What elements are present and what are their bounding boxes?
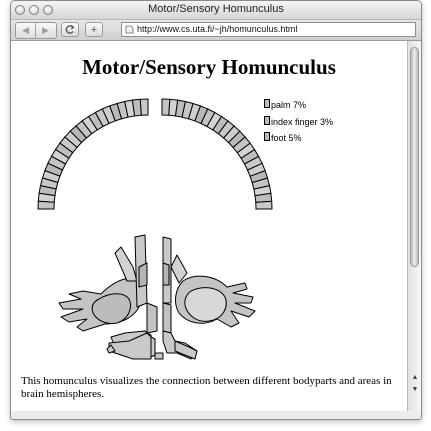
homunculus-figure xyxy=(37,98,273,360)
body-figure xyxy=(58,234,256,360)
toes-left xyxy=(106,344,116,354)
legend-swatch xyxy=(264,116,270,125)
browser-window: Motor/Sensory Homunculus ◀ ▶ + http://ww… xyxy=(10,0,422,420)
legend-swatch xyxy=(264,132,270,141)
legend-label-palm: palm 7% xyxy=(271,100,307,110)
legend-item-palm: palm 7% xyxy=(264,99,306,110)
title-bar[interactable]: Motor/Sensory Homunculus xyxy=(11,1,421,20)
legend-item-foot: foot 5% xyxy=(264,132,302,143)
right-palm-shape xyxy=(184,287,227,322)
right-hemisphere-arc xyxy=(161,98,273,210)
jaw-right xyxy=(162,302,172,334)
legend-swatch xyxy=(264,99,270,108)
left-hemisphere-arc xyxy=(37,98,149,210)
left-thumb-shape xyxy=(114,246,138,282)
toolbar: ◀ ▶ + http://www.cs.uta.fi/~jh/homunculu… xyxy=(11,20,421,41)
legend-label-index-finger: index finger 3% xyxy=(271,117,334,127)
jaw-left xyxy=(146,302,158,334)
navigation-buttons: ◀ ▶ xyxy=(15,22,57,39)
page-content: Motor/Sensory Homunculus palm 7% index f… xyxy=(11,41,407,411)
close-button[interactable] xyxy=(15,5,25,15)
legend-label-foot: foot 5% xyxy=(271,133,302,143)
address-bar[interactable]: http://www.cs.uta.fi/~jh/homunculus.html xyxy=(121,22,416,37)
page-icon xyxy=(125,25,134,34)
back-button[interactable]: ◀ xyxy=(22,25,29,35)
forward-button[interactable]: ▶ xyxy=(42,25,49,35)
resize-corner[interactable] xyxy=(407,411,421,419)
minimize-button[interactable] xyxy=(29,5,39,15)
scrollbar-thumb[interactable] xyxy=(410,47,419,267)
arc-segment xyxy=(161,98,171,116)
left-palm-shape xyxy=(91,293,131,324)
mouth-left xyxy=(138,262,148,288)
lower-stem xyxy=(154,352,164,360)
reload-icon xyxy=(65,25,75,34)
description-text: This homunculus visualizes the connectio… xyxy=(21,375,392,400)
url-text[interactable]: http://www.cs.uta.fi/~jh/homunculus.html xyxy=(137,24,298,34)
page-title: Motor/Sensory Homunculus xyxy=(82,55,336,79)
window-title: Motor/Sensory Homunculus xyxy=(148,3,284,15)
scroll-down-arrow[interactable]: ▼ xyxy=(411,386,419,393)
right-thumb-shape xyxy=(170,254,188,284)
zoom-button[interactable] xyxy=(43,5,53,15)
reload-button[interactable] xyxy=(61,22,79,37)
arc-segment xyxy=(37,200,55,210)
add-bookmark-button[interactable]: + xyxy=(85,22,103,37)
vertical-scrollbar[interactable]: ▲ ▼ xyxy=(407,41,421,411)
legend-item-index-finger: index finger 3% xyxy=(264,116,333,127)
left-lower-leg xyxy=(150,336,156,358)
scroll-up-arrow[interactable]: ▲ xyxy=(411,374,419,381)
mouth-right xyxy=(162,262,170,286)
right-foot-shape xyxy=(174,340,198,360)
